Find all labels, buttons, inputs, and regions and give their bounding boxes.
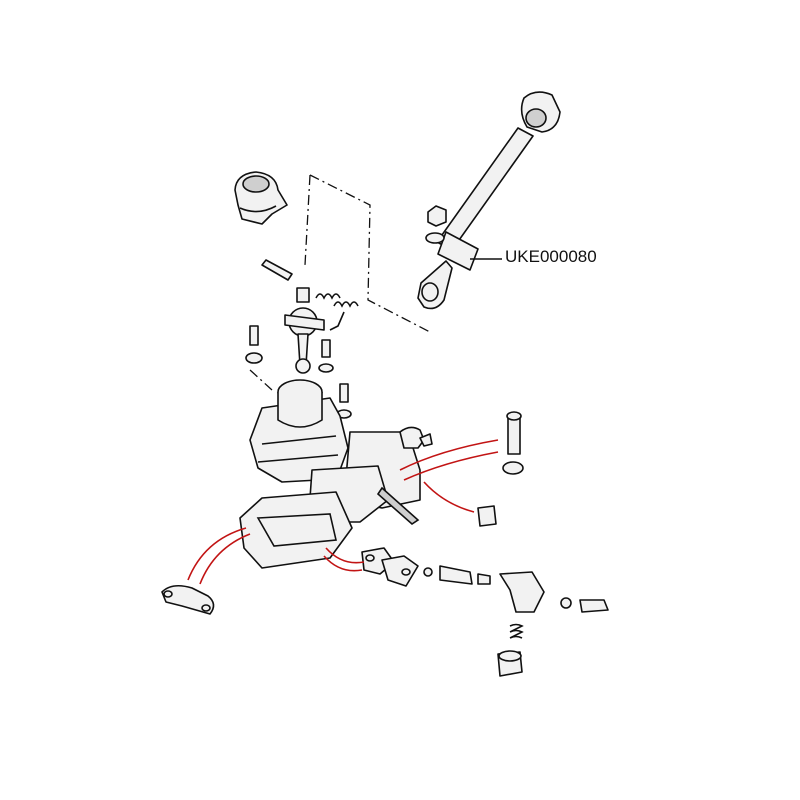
- roll-pin: [261, 259, 293, 281]
- nut-and-washer: [425, 205, 447, 244]
- gear-lever-boot: [234, 171, 288, 225]
- bolt-and-bushes-right: [399, 411, 524, 527]
- assembly-guide-lines: [249, 174, 431, 391]
- springs: [315, 293, 359, 331]
- lower-lever: [284, 287, 325, 374]
- bolts-left: [245, 325, 352, 419]
- shaft-gaskets: [361, 547, 419, 587]
- selector-shaft-assembly: [423, 565, 609, 613]
- base-plate: [239, 491, 353, 569]
- lever-housing: [249, 379, 349, 483]
- red-leader-lines: [187, 439, 499, 585]
- detent-spring-and-plug: [497, 623, 524, 677]
- gear-lever: [417, 91, 561, 310]
- flange-gasket: [161, 584, 215, 615]
- part-number-label: UKE000080: [505, 247, 597, 266]
